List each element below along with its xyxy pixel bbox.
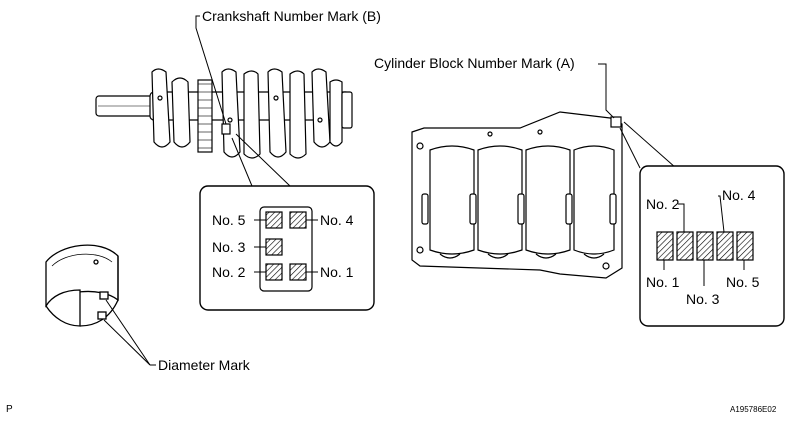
- block-mark-no1-label: No. 1: [646, 274, 680, 290]
- bearing-shell-illustration: [45, 244, 119, 327]
- crank-mark-no2-label: No. 2: [212, 264, 246, 280]
- crank-mark-no4-label: No. 4: [320, 212, 354, 228]
- crank-mark-square-no1: [289, 263, 307, 281]
- block-mark-square-no5: [736, 231, 754, 261]
- crank-mark-no1-label: No. 1: [320, 264, 354, 280]
- crank-mark-square-no2: [265, 263, 283, 281]
- block-mark-square-no2: [676, 231, 694, 261]
- cylinder-block-mark-location: [610, 116, 622, 128]
- block-mark-no2-label: No. 2: [646, 196, 680, 212]
- figure-code: A195786E02: [730, 405, 777, 414]
- cylinder-block-number-mark-label: Cylinder Block Number Mark (A): [374, 55, 575, 71]
- cylinder-block-leader-line: [598, 63, 615, 119]
- cylinder-block-illustration: [411, 111, 623, 279]
- page-letter: P: [6, 404, 13, 415]
- block-mark-no3-label: No. 3: [686, 291, 720, 307]
- diameter-mark-label: Diameter Mark: [158, 357, 251, 373]
- crankshaft-number-mark-label: Crankshaft Number Mark (B): [202, 8, 381, 24]
- crank-mark-square-no5: [265, 211, 283, 229]
- block-mark-square-no3: [696, 231, 714, 261]
- block-mark-no5-label: No. 5: [726, 274, 760, 290]
- crankshaft-leader-line: [195, 15, 227, 125]
- crankshaft-illustration: [95, 68, 353, 159]
- crank-mark-square-no4: [289, 211, 307, 229]
- crank-mark-square-no3: [265, 238, 283, 256]
- crank-mark-no5-label: No. 5: [212, 212, 246, 228]
- crank-mark-no3-label: No. 3: [212, 239, 246, 255]
- block-mark-squares: [656, 231, 754, 261]
- block-mark-pointers: [663, 195, 745, 286]
- cylinder-block-callout-lines: [619, 121, 677, 169]
- block-mark-no4-label: No. 4: [722, 187, 756, 203]
- crankshaft-callout-lines: [231, 133, 291, 187]
- crank-mark-pointers: [254, 219, 318, 273]
- block-mark-square-no1: [656, 231, 674, 261]
- diameter-mark-leader-lines: [103, 299, 156, 366]
- block-mark-square-no4: [716, 231, 734, 261]
- crankshaft-mark-location: [221, 123, 231, 135]
